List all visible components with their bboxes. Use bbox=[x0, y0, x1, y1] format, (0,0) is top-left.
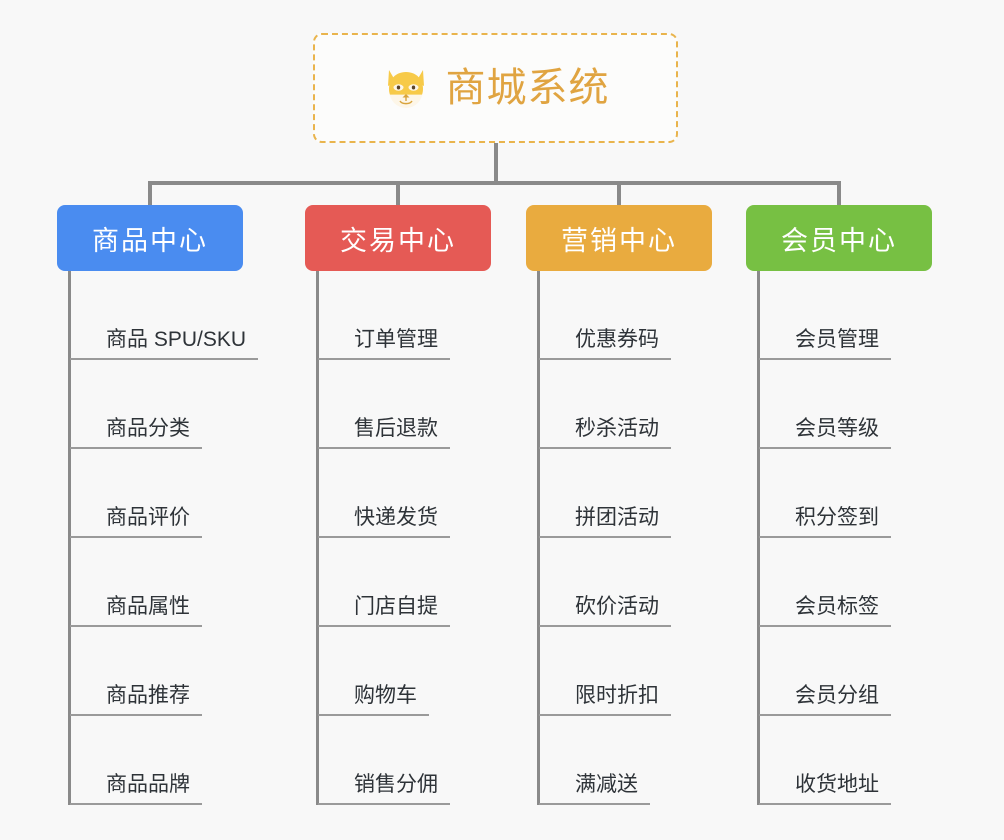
connector-drop-0 bbox=[148, 181, 152, 206]
leaf-label: 会员标签 bbox=[759, 596, 891, 627]
leaf-label: 收货地址 bbox=[759, 774, 891, 805]
leaf-item[interactable]: 拼团活动 bbox=[539, 449, 712, 538]
leaf-label: 商品评价 bbox=[70, 507, 202, 538]
leaf-label: 购物车 bbox=[318, 685, 429, 716]
leaf-item[interactable]: 售后退款 bbox=[318, 360, 491, 449]
leaf-label: 优惠券码 bbox=[539, 329, 671, 360]
leaf-label: 销售分佣 bbox=[318, 774, 450, 805]
leaf-label: 门店自提 bbox=[318, 596, 450, 627]
root-title: 商城系统 bbox=[445, 66, 610, 110]
dog-face-icon bbox=[382, 66, 430, 110]
leaf-item[interactable]: 收货地址 bbox=[759, 716, 932, 805]
leaf-item[interactable]: 订单管理 bbox=[318, 271, 491, 360]
column-member-center: 会员中心 会员管理 会员等级 积分签到 会员标签 会员分组 收货地址 bbox=[746, 205, 932, 805]
leaf-item[interactable]: 门店自提 bbox=[318, 538, 491, 627]
column-spine-3 bbox=[757, 271, 760, 805]
connector-stem bbox=[494, 143, 498, 184]
leaf-item[interactable]: 快递发货 bbox=[318, 449, 491, 538]
leaf-item[interactable]: 积分签到 bbox=[759, 449, 932, 538]
leaf-label: 积分签到 bbox=[759, 507, 891, 538]
leaf-label: 商品分类 bbox=[70, 418, 202, 449]
column-body-2: 优惠券码 秒杀活动 拼团活动 砍价活动 限时折扣 满减送 bbox=[526, 271, 712, 805]
leaf-label: 订单管理 bbox=[318, 329, 450, 360]
leaf-item[interactable]: 商品 SPU/SKU bbox=[70, 271, 259, 360]
leaf-label: 会员管理 bbox=[759, 329, 891, 360]
leaf-label: 会员等级 bbox=[759, 418, 891, 449]
column-header-0[interactable]: 商品中心 bbox=[57, 205, 243, 271]
column-body-3: 会员管理 会员等级 积分签到 会员标签 会员分组 收货地址 bbox=[746, 271, 932, 805]
columns-container: 商品中心 商品 SPU/SKU 商品分类 商品评价 商品属性 商品推荐 商品品牌… bbox=[0, 205, 1004, 840]
leaf-item[interactable]: 优惠券码 bbox=[539, 271, 712, 360]
connector-drop-2 bbox=[617, 181, 621, 206]
column-trade-center: 交易中心 订单管理 售后退款 快递发货 门店自提 购物车 销售分佣 bbox=[305, 205, 491, 805]
column-marketing-center: 营销中心 优惠券码 秒杀活动 拼团活动 砍价活动 限时折扣 满减送 bbox=[526, 205, 712, 805]
leaf-label: 会员分组 bbox=[759, 685, 891, 716]
column-spine-2 bbox=[537, 271, 540, 805]
leaf-item[interactable]: 商品评价 bbox=[70, 449, 243, 538]
leaf-item[interactable]: 商品分类 bbox=[70, 360, 243, 449]
root-node[interactable]: 商城系统 bbox=[313, 33, 678, 143]
leaf-label: 满减送 bbox=[539, 774, 650, 805]
leaf-item[interactable]: 会员标签 bbox=[759, 538, 932, 627]
connector-bus bbox=[149, 181, 841, 185]
column-body-1: 订单管理 售后退款 快递发货 门店自提 购物车 销售分佣 bbox=[305, 271, 491, 805]
column-header-2[interactable]: 营销中心 bbox=[526, 205, 712, 271]
leaf-label: 拼团活动 bbox=[539, 507, 671, 538]
leaf-item[interactable]: 会员等级 bbox=[759, 360, 932, 449]
column-body-0: 商品 SPU/SKU 商品分类 商品评价 商品属性 商品推荐 商品品牌 bbox=[57, 271, 259, 805]
column-spine-0 bbox=[68, 271, 71, 805]
leaf-label: 限时折扣 bbox=[539, 685, 671, 716]
column-spine-1 bbox=[316, 271, 319, 805]
leaf-item[interactable]: 商品推荐 bbox=[70, 627, 243, 716]
connector-drop-3 bbox=[837, 181, 841, 206]
leaf-label: 快递发货 bbox=[318, 507, 450, 538]
column-header-3[interactable]: 会员中心 bbox=[746, 205, 932, 271]
leaf-label: 商品 SPU/SKU bbox=[70, 329, 259, 360]
leaf-item[interactable]: 秒杀活动 bbox=[539, 360, 712, 449]
leaf-label: 商品品牌 bbox=[70, 774, 202, 805]
leaf-item[interactable]: 砍价活动 bbox=[539, 538, 712, 627]
connector-drop-1 bbox=[396, 181, 400, 206]
leaf-item[interactable]: 销售分佣 bbox=[318, 716, 491, 805]
column-product-center: 商品中心 商品 SPU/SKU 商品分类 商品评价 商品属性 商品推荐 商品品牌 bbox=[57, 205, 259, 805]
leaf-item[interactable]: 满减送 bbox=[539, 716, 712, 805]
leaf-label: 商品推荐 bbox=[70, 685, 202, 716]
leaf-label: 商品属性 bbox=[70, 596, 202, 627]
leaf-item[interactable]: 购物车 bbox=[318, 627, 491, 716]
leaf-label: 售后退款 bbox=[318, 418, 450, 449]
leaf-item[interactable]: 会员分组 bbox=[759, 627, 932, 716]
leaf-item[interactable]: 商品品牌 bbox=[70, 716, 243, 805]
leaf-item[interactable]: 限时折扣 bbox=[539, 627, 712, 716]
leaf-label: 秒杀活动 bbox=[539, 418, 671, 449]
leaf-item[interactable]: 会员管理 bbox=[759, 271, 932, 360]
column-header-1[interactable]: 交易中心 bbox=[305, 205, 491, 271]
leaf-item[interactable]: 商品属性 bbox=[70, 538, 243, 627]
leaf-label: 砍价活动 bbox=[539, 596, 671, 627]
